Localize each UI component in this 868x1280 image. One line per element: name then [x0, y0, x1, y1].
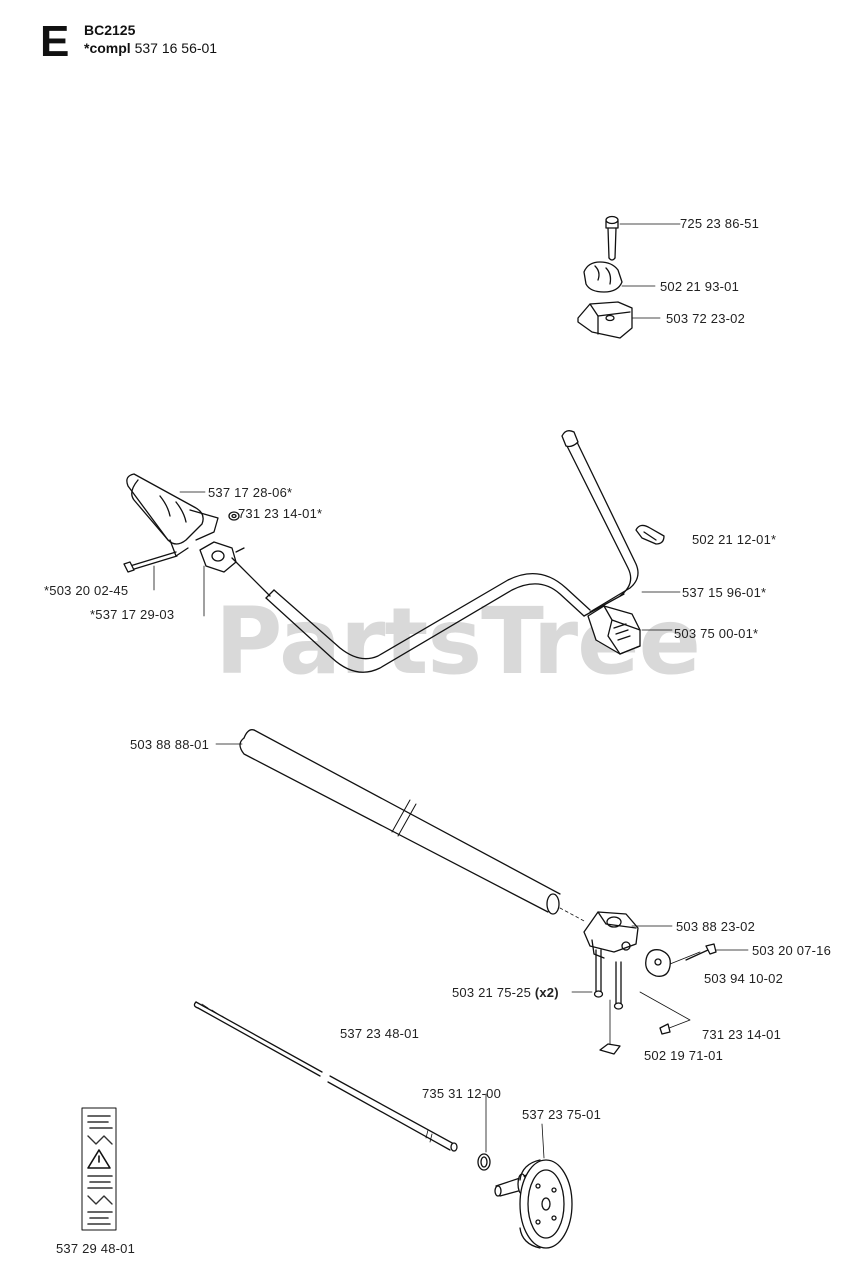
complete-assembly-number: *compl 537 16 56-01	[84, 40, 217, 56]
shaft-tube-part[interactable]	[215, 729, 561, 915]
lock-screw-part[interactable]	[639, 991, 691, 1035]
part-label-731-23-14-01[interactable]: 731 23 14-01	[702, 1027, 782, 1042]
handle-clamp-part[interactable]	[199, 541, 245, 617]
cable-clip-part[interactable]	[635, 524, 665, 545]
clamp-block-part[interactable]	[577, 301, 661, 339]
screw-small-part[interactable]	[685, 943, 749, 961]
part-label-503-21-75-25[interactable]: 503 21 75-25 (x2)	[452, 985, 559, 1000]
part-number: 503 21 75-25	[452, 985, 532, 1000]
part-label-537-17-29-03[interactable]: *537 17 29-03	[90, 607, 175, 622]
part-label-502-21-93-01[interactable]: 502 21 93-01	[660, 279, 740, 294]
warning-decal-part[interactable]	[81, 1107, 117, 1231]
knob-part[interactable]	[583, 261, 656, 293]
part-label-503-20-07-16[interactable]: 503 20 07-16	[752, 943, 832, 958]
part-label-731-23-14-01-star[interactable]: 731 23 14-01*	[238, 506, 323, 521]
section-letter: E	[40, 17, 70, 66]
part-label-503-72-23-02[interactable]: 503 72 23-02	[666, 311, 746, 326]
part-label-503-94-10-02[interactable]: 503 94 10-02	[704, 971, 784, 986]
snap-ring-part[interactable]	[477, 1093, 491, 1171]
handle-bracket-part[interactable]	[587, 605, 673, 655]
part-quantity: (x2)	[534, 985, 559, 1000]
model-number: BC2125	[84, 22, 136, 38]
square-nut-part[interactable]	[599, 999, 621, 1055]
part-label-537-29-48-01[interactable]: 537 29 48-01	[56, 1241, 136, 1256]
part-label-502-19-71-01[interactable]: 502 19 71-01	[644, 1048, 724, 1063]
part-label-537-23-48-01[interactable]: 537 23 48-01	[340, 1026, 420, 1041]
screw-long-part[interactable]	[123, 551, 178, 591]
part-label-735-31-12-00[interactable]: 735 31 12-00	[422, 1086, 502, 1101]
drive-shaft-part[interactable]	[193, 1001, 458, 1152]
screws-pair-part[interactable]	[571, 949, 624, 1010]
shaft-clamp-part[interactable]	[559, 907, 673, 959]
clamp-nut-part[interactable]	[645, 949, 701, 977]
part-label-503-20-02-45[interactable]: *503 20 02-45	[44, 583, 129, 598]
part-label-537-23-75-01[interactable]: 537 23 75-01	[522, 1107, 602, 1122]
compl-label: *compl	[84, 40, 131, 56]
grip-handle-part[interactable]	[126, 473, 219, 557]
washer-small-part[interactable]	[228, 511, 240, 521]
compl-number: 537 16 56-01	[134, 40, 218, 56]
part-label-503-88-23-02[interactable]: 503 88 23-02	[676, 919, 756, 934]
bolt-part[interactable]	[605, 215, 681, 261]
part-label-503-75-00-01[interactable]: 503 75 00-01*	[674, 626, 759, 641]
part-label-537-17-28-06[interactable]: 537 17 28-06*	[208, 485, 293, 500]
part-label-725-23-86-51[interactable]: 725 23 86-51	[680, 216, 760, 231]
part-label-537-15-96-01[interactable]: 537 15 96-01*	[682, 585, 767, 600]
part-label-502-21-12-01[interactable]: 502 21 12-01*	[692, 532, 777, 547]
part-label-503-88-88-01[interactable]: 503 88 88-01	[130, 737, 210, 752]
handlebar-tube-part[interactable]	[231, 430, 681, 673]
clutch-drum-part[interactable]	[494, 1123, 573, 1249]
